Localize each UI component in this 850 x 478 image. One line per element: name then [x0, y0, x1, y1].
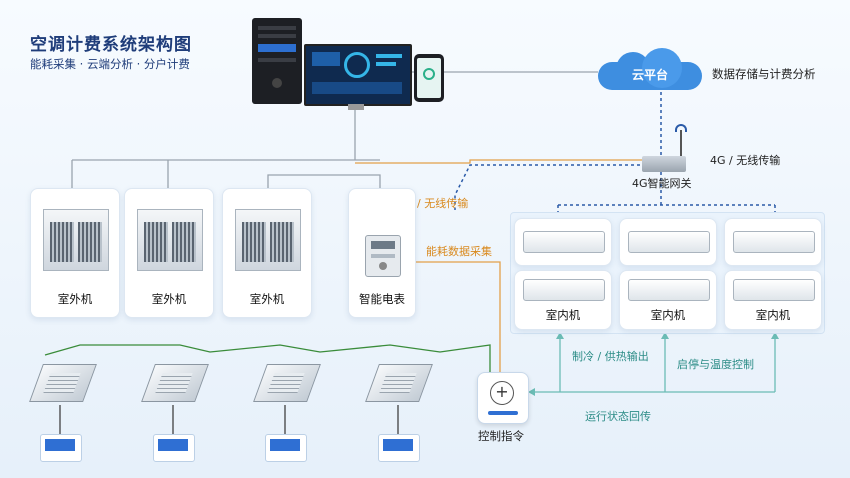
wall-ac-icon	[733, 279, 815, 301]
outdoor-unit-card: 室外机	[124, 188, 214, 318]
wireless-left-link	[454, 164, 640, 210]
cassette-ac-icon	[29, 360, 97, 404]
outdoor-unit-card: 室外机	[222, 188, 312, 318]
antenna-icon	[680, 130, 682, 156]
cassette-ac-icon	[141, 360, 209, 404]
gateway-icon	[642, 156, 686, 172]
meter-icon	[365, 235, 401, 277]
thermostat-icon[interactable]	[265, 434, 307, 462]
indoor-unit-card: 室内机	[619, 270, 717, 330]
outdoor-unit-label: 室外机	[151, 292, 187, 306]
page-title: 空调计费系统架构图	[30, 35, 192, 55]
controller-label: 控制指令	[478, 429, 524, 443]
start-temp-label: 启停与温度控制	[677, 358, 754, 371]
outdoor-unit-label: 室外机	[249, 292, 285, 306]
smart-meter-card: 智能电表	[348, 188, 416, 318]
cool-heat-label: 制冷 / 供热输出	[572, 350, 649, 363]
cassette-ac-icon	[365, 360, 433, 404]
phone-icon	[414, 54, 444, 102]
wall-ac-icon	[523, 279, 605, 301]
monitor-icon	[304, 44, 412, 106]
thermostat-icon[interactable]	[40, 434, 82, 462]
server-tower-icon	[252, 18, 302, 104]
smart-meter-label: 智能电表	[359, 292, 405, 306]
status-return-label: 运行状态回传	[585, 410, 651, 423]
wall-ac-icon	[523, 231, 605, 253]
thermostat-icon[interactable]	[153, 434, 195, 462]
outdoor-unit-card: 室外机	[30, 188, 120, 318]
controller-device[interactable]: +	[477, 372, 529, 424]
page-subtitle: 能耗采集 · 云端分析 · 分户计费	[30, 57, 190, 71]
gateway-link-label: 4G / 无线传输	[710, 154, 781, 167]
cloud-caption: 数据存储与计费分析	[712, 67, 816, 81]
outdoor-unit-label: 室外机	[57, 292, 93, 306]
thermostat-icon[interactable]	[378, 434, 420, 462]
cassette-ac-icon	[253, 360, 321, 404]
outdoor-unit-icon	[137, 209, 203, 271]
outdoor-unit-icon	[235, 209, 301, 271]
indoor-unit-card: 室内机	[514, 270, 612, 330]
indoor-unit-card: 室内机	[724, 270, 822, 330]
indoor-unit-card	[619, 218, 717, 266]
cloud-label: 云平台	[631, 68, 668, 82]
meter-controller-line	[410, 261, 501, 375]
indoor-unit-label: 室内机	[755, 308, 791, 322]
outdoor-unit-icon	[43, 209, 109, 271]
orange-bus-line	[355, 159, 650, 164]
wall-ac-icon	[628, 279, 710, 301]
gateway-label: 4G智能网关	[632, 177, 692, 190]
green-bus-line	[44, 344, 491, 380]
energy-collect-label: 能耗数据采集	[426, 245, 492, 258]
wall-ac-icon	[628, 231, 710, 253]
indoor-unit-label: 室内机	[545, 308, 581, 322]
plus-icon: +	[490, 381, 514, 405]
cloud-icon: 云平台	[598, 48, 702, 90]
indoor-unit-label: 室内机	[650, 308, 686, 322]
indoor-unit-card	[724, 218, 822, 266]
indoor-unit-card	[514, 218, 612, 266]
signal-icon	[675, 124, 687, 132]
monitor-stand	[348, 104, 364, 110]
wall-ac-icon	[733, 231, 815, 253]
